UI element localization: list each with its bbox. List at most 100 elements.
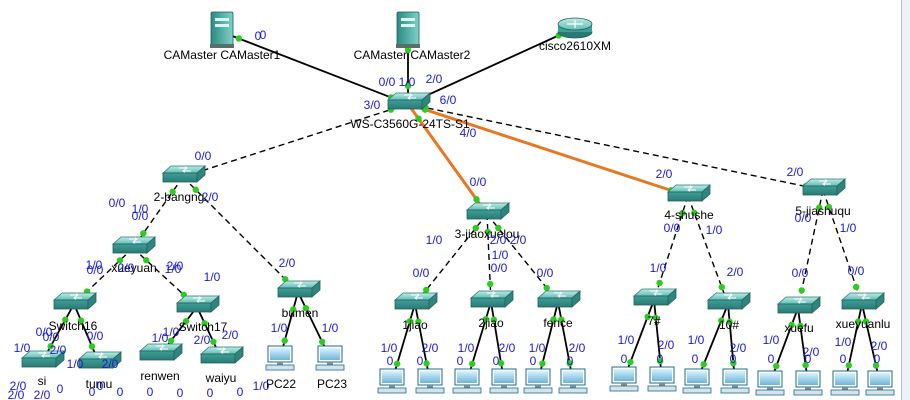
pc-pc_b2[interactable]: [489, 368, 519, 394]
switch-fence[interactable]: [536, 290, 582, 308]
device-label: Switch16: [49, 319, 98, 333]
pc-pc23[interactable]: [315, 345, 345, 371]
port-status-dot: [140, 230, 147, 237]
port-label: 1/0: [322, 321, 339, 335]
link-2jiao-pc_b1[interactable]: [466, 301, 492, 382]
switch-1jiao[interactable]: [393, 292, 439, 310]
switch-7h[interactable]: [632, 288, 678, 306]
switch-xueyuan[interactable]: [111, 236, 157, 254]
pc-pc_b1[interactable]: [452, 368, 482, 394]
link-fence-pc_c2[interactable]: [557, 301, 574, 382]
port-label: 0/0: [43, 330, 60, 344]
pc-pc_f1[interactable]: [755, 370, 785, 396]
port-label: 2/0: [803, 345, 820, 359]
link-xueyuanlu-pc_g1[interactable]: [844, 303, 863, 384]
pc-pc_a2[interactable]: [415, 368, 445, 394]
link-xueyuan-switch16[interactable]: [73, 247, 134, 305]
pc-pc_c2[interactable]: [558, 368, 588, 394]
link-bangong-bumen[interactable]: [182, 176, 299, 293]
switch-waiyu[interactable]: [199, 346, 245, 364]
port-label: 0: [177, 386, 184, 400]
port-status-dot: [652, 314, 660, 322]
port-label: 0/0: [795, 211, 812, 225]
switch-switch16[interactable]: [52, 292, 98, 310]
port-label: 1/0: [253, 379, 270, 393]
link-7#-pc_d1[interactable]: [623, 299, 655, 380]
pc-pc_f2[interactable]: [793, 370, 823, 396]
link-fence-pc_c1[interactable]: [537, 301, 559, 382]
port-status-dot: [855, 318, 862, 325]
device-label: 7#: [647, 314, 661, 328]
pc-pc_e1[interactable]: [682, 368, 712, 394]
port-status-dot: [404, 46, 412, 54]
port-status-dot: [700, 361, 707, 368]
switch-jiashuqu[interactable]: [801, 178, 847, 196]
window-scrollbar-edge[interactable]: [901, 0, 910, 400]
port-status-dot: [415, 115, 422, 122]
switch-tumu[interactable]: [77, 351, 123, 369]
port-status-dot: [77, 317, 85, 324]
port-status-dot: [797, 322, 804, 330]
link-core-bangong[interactable]: [182, 103, 409, 178]
pc-pc_g2[interactable]: [865, 370, 895, 396]
port-label: 3/0: [364, 98, 381, 112]
link-1jiao-pc_a1[interactable]: [391, 303, 416, 382]
link-10#-pc_e1[interactable]: [696, 303, 729, 382]
port-label: 0: [387, 354, 394, 368]
link-xueyuanlu-pc_g2[interactable]: [861, 303, 881, 384]
port-status-dot: [497, 360, 505, 367]
switch-2jiao[interactable]: [469, 290, 515, 308]
switch-renwen[interactable]: [138, 343, 184, 361]
switch-bangong[interactable]: [161, 165, 207, 183]
switch-bumen[interactable]: [276, 280, 322, 298]
device-label: 5-jiashuqu: [795, 204, 850, 218]
link-core-shushe[interactable]: [407, 102, 689, 198]
switch-si[interactable]: [20, 350, 66, 368]
port-status-dot: [490, 316, 498, 323]
switch-10h[interactable]: [706, 292, 752, 310]
pc-pc_c1[interactable]: [523, 368, 553, 394]
switch-shushe[interactable]: [666, 184, 712, 202]
port-status-dot: [825, 203, 833, 211]
switch-xuefu[interactable]: [776, 296, 822, 314]
switch-xueyuanlu[interactable]: [840, 292, 886, 310]
device-label: renwen: [140, 369, 179, 383]
switch-core[interactable]: [386, 92, 432, 110]
port-status-dot: [423, 360, 430, 367]
pc-pc_g1[interactable]: [830, 370, 860, 396]
switch-switch17[interactable]: [175, 295, 221, 313]
link-camaster1-core[interactable]: [221, 31, 409, 105]
port-label: 1/0: [163, 325, 180, 339]
port-status-dot: [47, 343, 54, 350]
device-label: cisco2610XM: [539, 39, 611, 53]
port-status-dot: [852, 283, 860, 291]
pc-pc_e2[interactable]: [720, 368, 750, 394]
port-status-dot: [192, 186, 199, 193]
pc-pc22[interactable]: [265, 345, 295, 371]
port-label: 1/0: [706, 223, 723, 237]
link-1jiao-pc_a2[interactable]: [414, 303, 431, 382]
port-label: 0: [567, 354, 574, 368]
link-2jiao-pc_b2[interactable]: [490, 301, 505, 382]
port-label: 1/0: [204, 270, 221, 284]
port-status-dot: [469, 360, 476, 367]
server-camaster1[interactable]: [210, 11, 234, 48]
device-label: waiyu: [205, 371, 237, 385]
link-core-jiaoxuelou[interactable]: [406, 103, 489, 215]
pc-pc_a1[interactable]: [377, 368, 407, 394]
pc-pc_d1[interactable]: [609, 366, 639, 392]
pc-pc_d2[interactable]: [647, 366, 677, 392]
link-10#-pc_e2[interactable]: [727, 303, 736, 382]
router-cisco2610[interactable]: [557, 17, 593, 39]
link-jiaoxuelou-2jiao[interactable]: [486, 213, 492, 303]
server-camaster2[interactable]: [396, 11, 420, 48]
link-core-jiashuqu[interactable]: [407, 103, 824, 191]
switch-jiaoxuelou[interactable]: [465, 202, 511, 220]
device-label: si: [38, 374, 47, 388]
link-cisco2610-core[interactable]: [407, 27, 576, 105]
device-label: xueyuan: [111, 261, 156, 275]
port-status-dot: [644, 313, 651, 321]
link-7#-pc_d2[interactable]: [653, 299, 663, 380]
link-bangong-xueyuan[interactable]: [132, 176, 184, 249]
